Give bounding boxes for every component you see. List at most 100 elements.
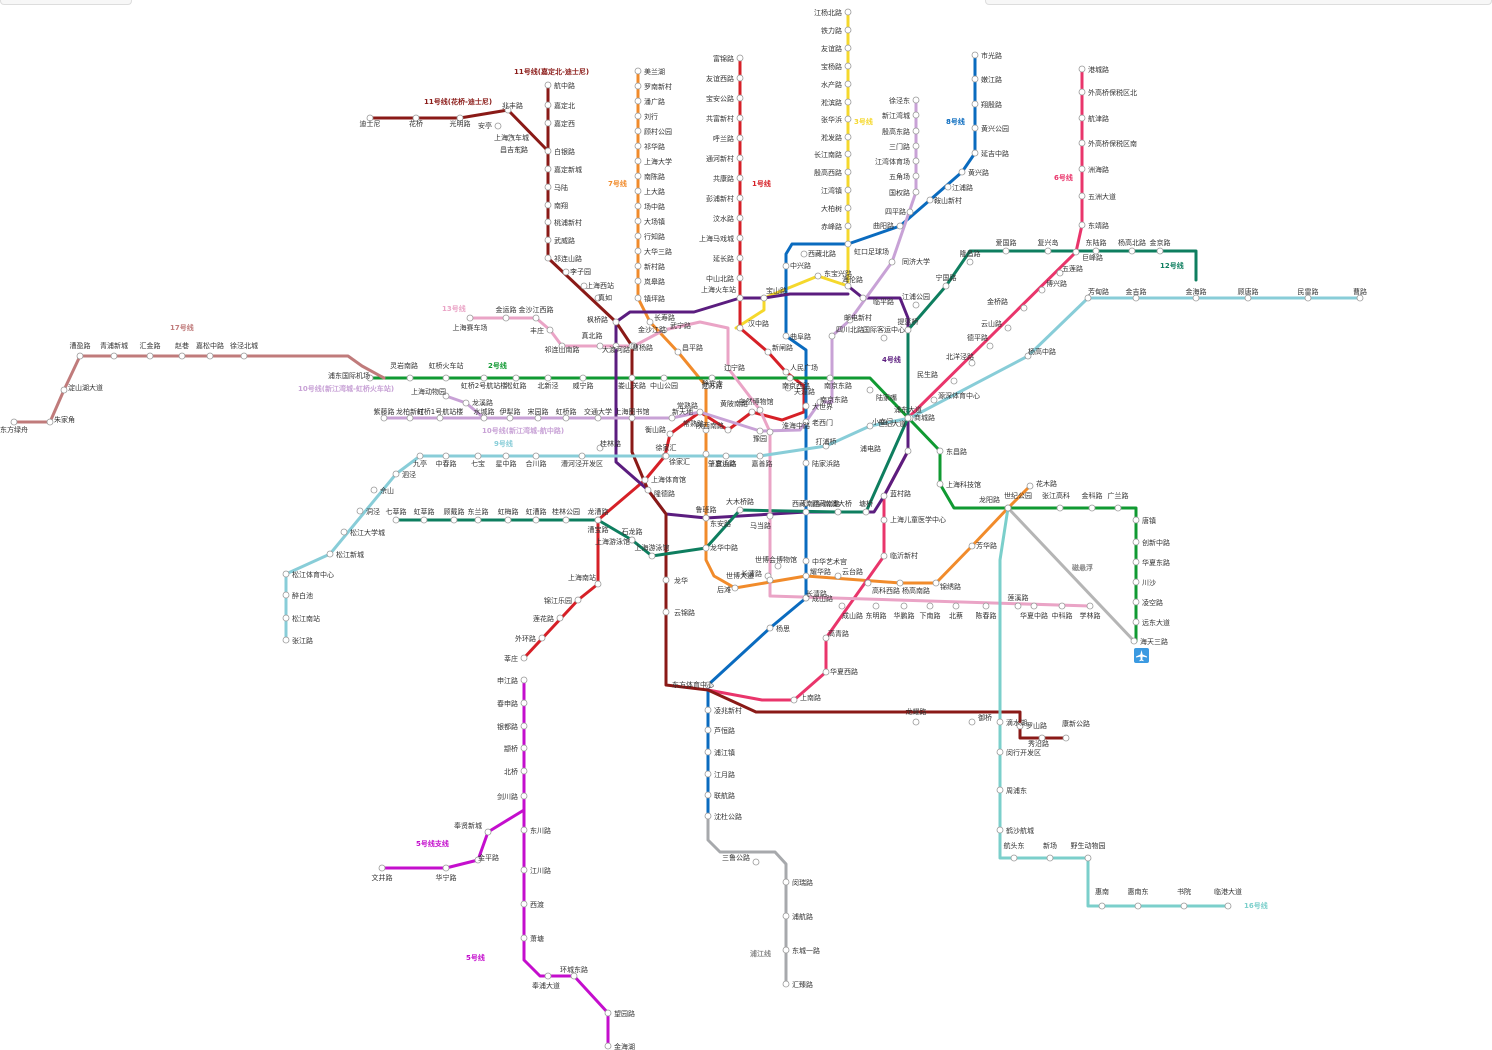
station-dot[interactable] bbox=[736, 294, 744, 302]
station-label[interactable]: 共富新村 bbox=[706, 114, 734, 123]
station-label[interactable]: 虹漕路 bbox=[526, 507, 547, 516]
station-dot[interactable] bbox=[666, 430, 674, 438]
station-label[interactable]: 徐泾北城 bbox=[230, 341, 258, 350]
station-dot[interactable] bbox=[764, 348, 772, 356]
station-label[interactable]: 虹梅路 bbox=[498, 507, 519, 516]
station-dot[interactable] bbox=[502, 314, 510, 322]
station-dot[interactable] bbox=[1056, 269, 1064, 277]
station-dot[interactable] bbox=[844, 282, 852, 290]
station-label[interactable]: 打浦桥 bbox=[816, 437, 837, 446]
station-label[interactable]: 三门路 bbox=[889, 142, 910, 151]
station-dot[interactable] bbox=[932, 579, 940, 587]
station-dot[interactable] bbox=[996, 718, 1004, 726]
station-label[interactable]: 顾村公园 bbox=[644, 127, 672, 136]
station-dot[interactable] bbox=[644, 486, 652, 494]
station-dot[interactable] bbox=[724, 364, 732, 372]
station-label[interactable]: 祁华路 bbox=[644, 142, 665, 151]
station-dot[interactable] bbox=[1038, 286, 1046, 294]
station-dot[interactable] bbox=[702, 544, 710, 552]
station-dot[interactable] bbox=[844, 8, 852, 16]
station-dot[interactable] bbox=[544, 218, 552, 226]
station-label[interactable]: 翔殷路 bbox=[981, 100, 1002, 109]
station-label[interactable]: 刘行 bbox=[644, 112, 658, 121]
station-dot[interactable] bbox=[756, 452, 764, 460]
station-label[interactable]: 唐镇 bbox=[1142, 516, 1156, 525]
station-dot[interactable] bbox=[968, 359, 976, 367]
station-dot[interactable] bbox=[802, 459, 810, 467]
station-label[interactable]: 龙耀路 bbox=[906, 707, 927, 716]
station-dot[interactable] bbox=[816, 398, 824, 406]
station-label[interactable]: 江浦路 bbox=[952, 183, 973, 192]
station-dot[interactable] bbox=[660, 374, 668, 382]
station-dot[interactable] bbox=[844, 115, 852, 123]
station-dot[interactable] bbox=[544, 101, 552, 109]
station-dot[interactable] bbox=[952, 602, 960, 610]
station-dot[interactable] bbox=[1010, 854, 1018, 862]
station-dot[interactable] bbox=[1130, 637, 1138, 645]
station-label[interactable]: 南翔 bbox=[554, 201, 568, 210]
station-dot[interactable] bbox=[634, 294, 642, 302]
station-label[interactable]: 淞虹路 bbox=[506, 381, 527, 390]
station-dot[interactable] bbox=[766, 624, 774, 632]
station-dot[interactable] bbox=[900, 602, 908, 610]
station-label[interactable]: 曲阜路 bbox=[790, 332, 811, 341]
station-dot[interactable] bbox=[574, 596, 582, 604]
station-label[interactable]: 东靖路 bbox=[1088, 221, 1109, 230]
station-dot[interactable] bbox=[1030, 602, 1038, 610]
station-label[interactable]: 远东大道 bbox=[1142, 618, 1170, 627]
station-dot[interactable] bbox=[912, 96, 920, 104]
station-label[interactable]: 富锦路 bbox=[713, 54, 734, 63]
station-dot[interactable] bbox=[634, 262, 642, 270]
station-dot[interactable] bbox=[800, 250, 808, 258]
station-label[interactable]: 巨峰路 bbox=[1082, 253, 1103, 262]
station-label[interactable]: 华夏东路 bbox=[1142, 558, 1170, 567]
station-label[interactable]: 上海南站 bbox=[568, 573, 596, 582]
station-dot[interactable] bbox=[838, 602, 846, 610]
station-label[interactable]: 灵岩南路 bbox=[390, 361, 418, 370]
station-label[interactable]: 金京路 bbox=[1150, 238, 1171, 247]
station-label[interactable]: 杨高南路 bbox=[902, 586, 930, 595]
station-dot[interactable] bbox=[996, 826, 1004, 834]
station-dot[interactable] bbox=[766, 512, 774, 520]
station-dot[interactable] bbox=[1014, 602, 1022, 610]
station-label[interactable]: 友谊西路 bbox=[706, 74, 734, 83]
station-label[interactable]: 宜山路 bbox=[716, 459, 737, 468]
station-dot[interactable] bbox=[1156, 247, 1164, 255]
station-dot[interactable] bbox=[634, 157, 642, 165]
station-label[interactable]: 大华三路 bbox=[644, 247, 672, 256]
station-label[interactable]: 张华浜 bbox=[821, 115, 842, 124]
station-dot[interactable] bbox=[844, 222, 852, 230]
station-dot[interactable] bbox=[474, 516, 482, 524]
station-dot[interactable] bbox=[544, 254, 552, 262]
station-label[interactable]: 四平路 bbox=[885, 207, 906, 216]
station-dot[interactable] bbox=[1078, 221, 1086, 229]
station-dot[interactable] bbox=[544, 165, 552, 173]
station-dot[interactable] bbox=[996, 786, 1004, 794]
station-label[interactable]: 松江大学城 bbox=[350, 528, 385, 537]
station-dot[interactable] bbox=[634, 127, 642, 135]
station-label[interactable]: 杨高中路 bbox=[1028, 347, 1056, 356]
station-label[interactable]: 美兰湖 bbox=[644, 67, 665, 76]
station-label[interactable]: 静安寺 bbox=[702, 379, 723, 388]
station-dot[interactable] bbox=[538, 634, 546, 642]
station-dot[interactable] bbox=[880, 492, 888, 500]
station-dot[interactable] bbox=[474, 856, 482, 864]
station-dot[interactable] bbox=[594, 294, 602, 302]
station-label[interactable]: 四川北路 bbox=[836, 325, 864, 334]
station-label[interactable]: 徐泾东 bbox=[889, 96, 910, 105]
station-dot[interactable] bbox=[736, 134, 744, 142]
station-dot[interactable] bbox=[1224, 902, 1232, 910]
station-dot[interactable] bbox=[520, 676, 528, 684]
station-dot[interactable] bbox=[736, 194, 744, 202]
station-dot[interactable] bbox=[834, 572, 842, 580]
station-label[interactable]: 浦江镇 bbox=[714, 748, 735, 757]
station-label[interactable]: 漕盈路 bbox=[70, 341, 91, 350]
station-label[interactable]: 延长路 bbox=[713, 254, 734, 263]
station-label[interactable]: 南陈路 bbox=[644, 172, 665, 181]
station-label[interactable]: 源深体育中心 bbox=[938, 391, 980, 400]
station-label[interactable]: 中兴路 bbox=[790, 261, 811, 270]
station-label[interactable]: 德平路 bbox=[967, 333, 988, 342]
station-dot[interactable] bbox=[942, 282, 950, 290]
station-dot[interactable] bbox=[702, 514, 710, 522]
station-label[interactable]: 马陆 bbox=[554, 183, 568, 192]
